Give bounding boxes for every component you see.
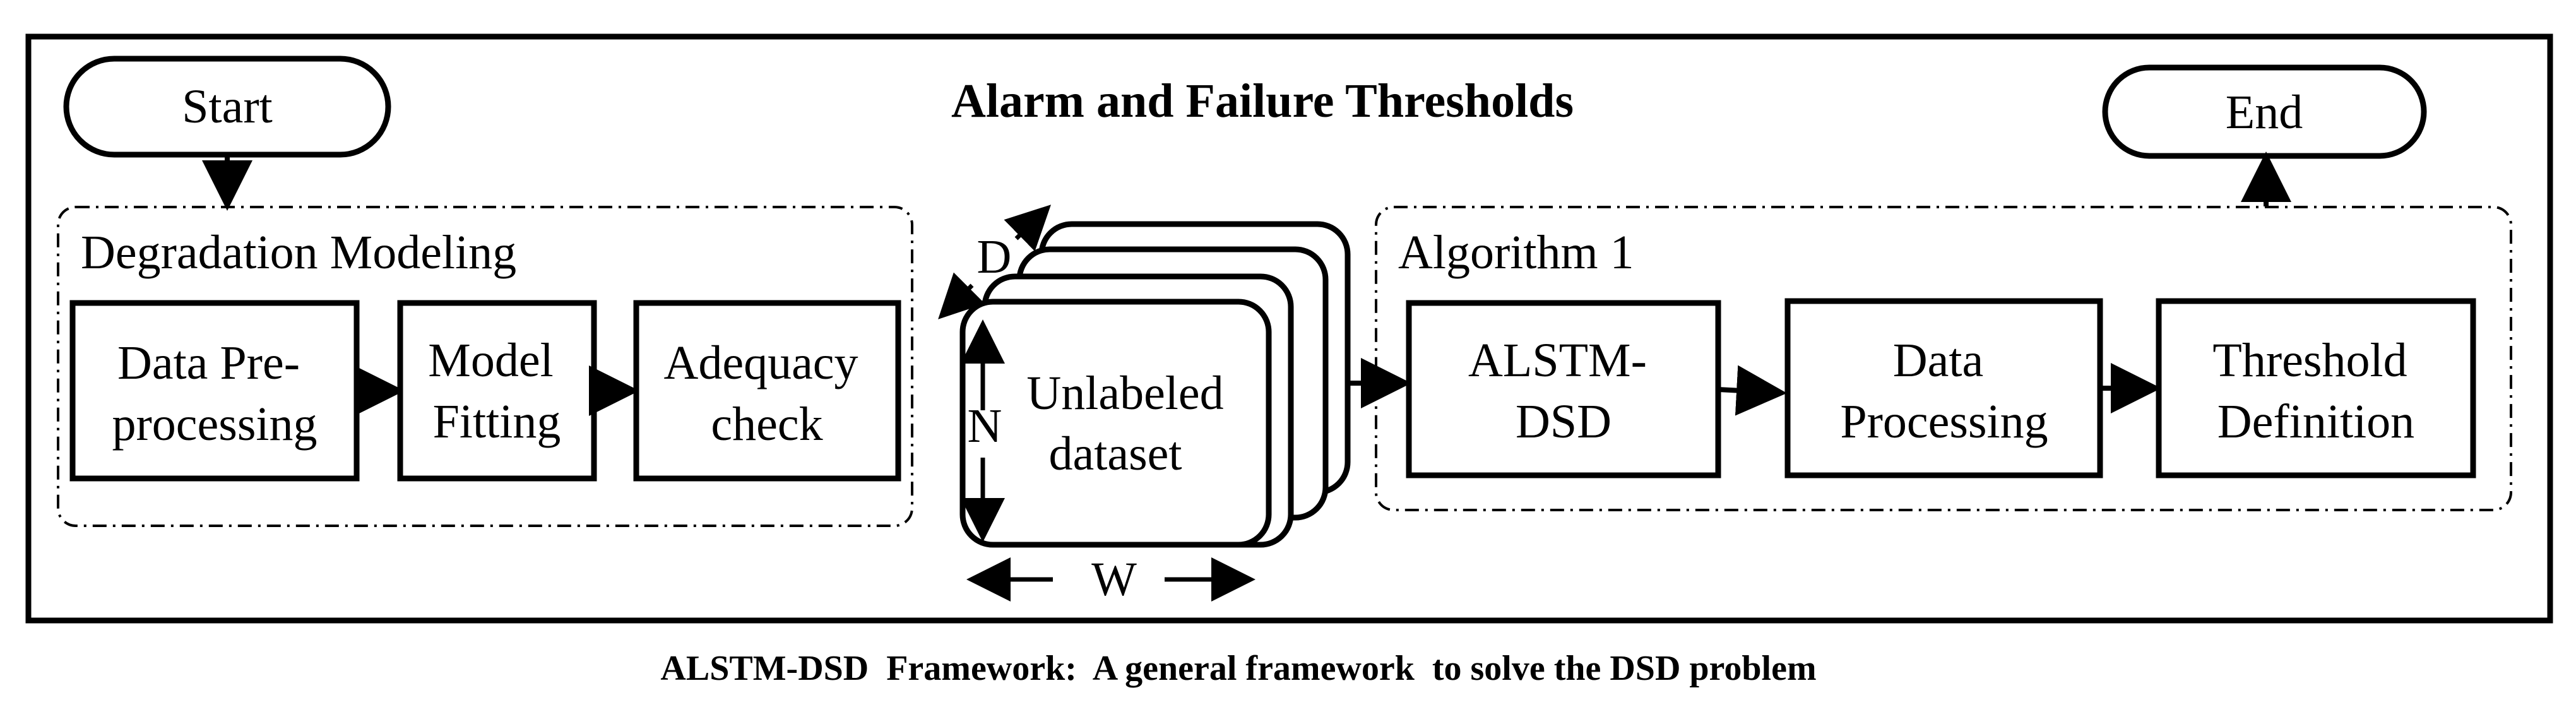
dataset-layer-front: [959, 299, 1272, 548]
dimension-d-label: D: [977, 230, 1012, 283]
step-model-fitting: Model Fitting: [397, 300, 597, 482]
step-adequacy-check-line-2: check: [711, 398, 822, 451]
step-data-preprocessing-line-2: processing: [112, 398, 317, 451]
step-threshold-definition-line-1: Threshold: [2212, 334, 2407, 387]
dimension-d-arrow-up: [1004, 205, 1052, 252]
step-data-processing-line-1: Data: [1893, 334, 1983, 387]
arrow-alstm-to-processing: [1718, 365, 1787, 416]
outer-frame: [25, 33, 2553, 624]
svg-text:Data Pre- processing: Data Pre- processing: [112, 336, 317, 451]
dataset-line-1: Unlabeled: [1026, 367, 1223, 420]
figure-caption: ALSTM-DSD Framework: A general framework…: [660, 649, 1816, 688]
step-data-preprocessing-line-1: Data Pre-: [117, 336, 300, 389]
step-adequacy-check-line-1: Adequacy: [663, 336, 858, 389]
step-alstm-dsd-line-2: DSD: [1516, 395, 1611, 448]
svg-text:Threshold Definition: Threshold Definition: [2212, 334, 2419, 448]
dimension-d-arrow-down: [938, 272, 985, 319]
step-threshold-definition: Threshold Definition: [2156, 298, 2476, 478]
step-data-processing-line-2: Processing: [1840, 395, 2048, 448]
group-degradation-modeling: Degradation Modeling: [57, 206, 913, 527]
dataset-stack: Unlabeled dataset N D W: [938, 205, 1351, 606]
step-adequacy-check: Adequacy check: [633, 300, 901, 482]
step-model-fitting-line-2: Fitting: [433, 395, 561, 448]
svg-text:Unlabeled dataset: Unlabeled dataset: [1026, 367, 1235, 480]
step-alstm-dsd: ALSTM- DSD: [1406, 300, 1721, 478]
start-terminator: Start: [63, 56, 391, 158]
group-degradation-modeling-label: Degradation Modeling: [81, 226, 516, 279]
step-threshold-definition-line-2: Definition: [2217, 395, 2414, 448]
end-label: End: [2226, 86, 2303, 139]
svg-text:Adequacy check: Adequacy check: [663, 336, 870, 451]
diagram-title: Alarm and Failure Thresholds: [951, 74, 1574, 128]
svg-text:ALSTM- DSD: ALSTM- DSD: [1468, 334, 1659, 448]
dimension-n-label: N: [968, 400, 1002, 453]
group-algorithm-1: Algorithm 1: [1375, 206, 2512, 511]
step-model-fitting-line-1: Model: [428, 334, 553, 387]
step-data-processing: Data Processing: [1784, 298, 2103, 478]
end-terminator: End: [2102, 64, 2427, 159]
dataset-line-2: dataset: [1048, 427, 1182, 480]
group-algorithm-1-label: Algorithm 1: [1398, 226, 1634, 279]
step-data-preprocessing: Data Pre- processing: [69, 300, 360, 482]
step-alstm-dsd-line-1: ALSTM-: [1468, 334, 1647, 387]
svg-text:Model Fitting: Model Fitting: [428, 334, 565, 448]
start-label: Start: [182, 80, 273, 133]
svg-text:Data Processing: Data Processing: [1840, 334, 2048, 448]
dimension-w-label: W: [1091, 553, 1137, 606]
